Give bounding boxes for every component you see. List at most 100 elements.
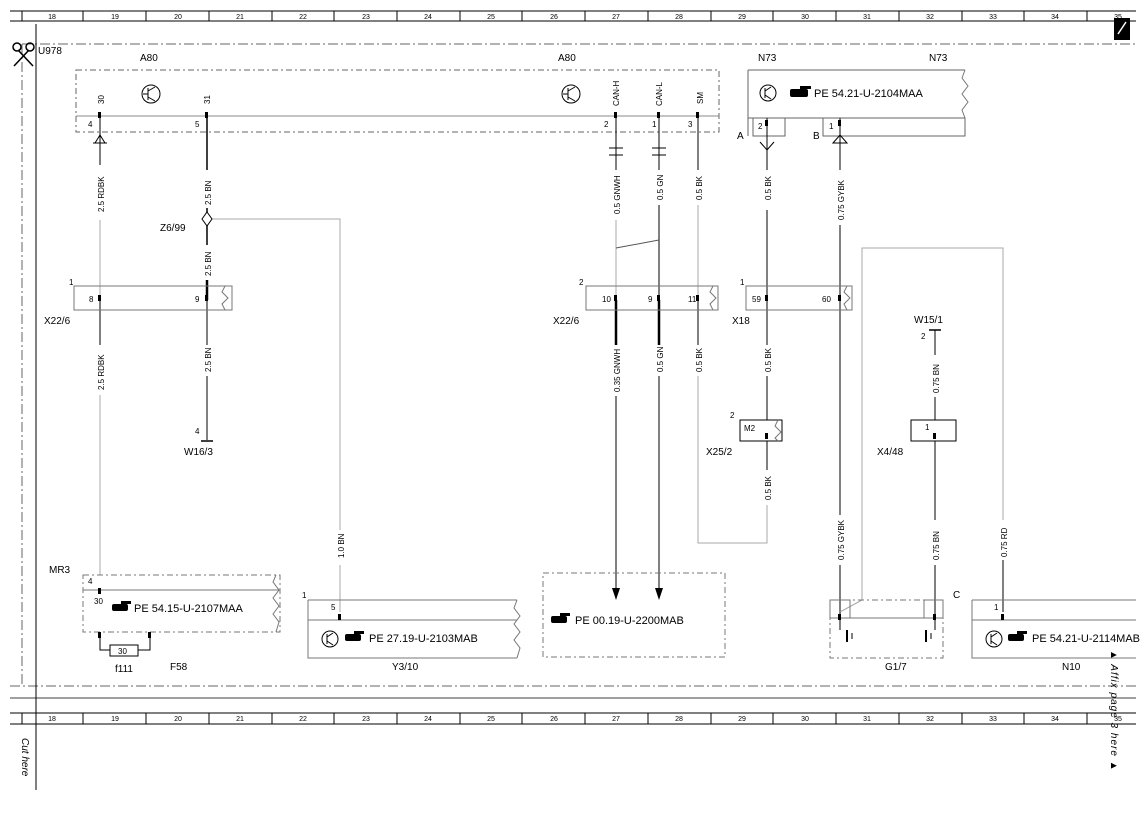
grid-number-top: 19 bbox=[111, 14, 119, 21]
cut-here-text: Cut here bbox=[19, 738, 30, 777]
wire-label: 0.75 BN bbox=[932, 364, 941, 393]
wire-label: 2.5 BN bbox=[204, 347, 213, 372]
grid-number-top: 26 bbox=[550, 14, 558, 21]
w16-3-label: W16/3 bbox=[184, 447, 213, 458]
pin-markers bbox=[98, 112, 1004, 638]
w15-1-label: W15/1 bbox=[914, 315, 943, 326]
top-grid-ruler bbox=[10, 10, 1136, 22]
grid-number-top: 35 bbox=[1114, 14, 1122, 21]
bottom-grid-ruler bbox=[10, 712, 1136, 725]
x25-2-pin: M2 bbox=[744, 424, 756, 433]
wire-label: 0.5 GNWH bbox=[613, 175, 622, 214]
grid-number-top: 31 bbox=[863, 14, 871, 21]
a80-pin-tag: 31 bbox=[203, 95, 212, 104]
grid-number-bottom: 21 bbox=[236, 716, 244, 723]
grid-number-top: 34 bbox=[1051, 14, 1059, 21]
x22-6-left-number: 1 bbox=[69, 278, 74, 287]
a80-label-left: A80 bbox=[140, 53, 158, 64]
wire-label: 0.75 BN bbox=[932, 531, 941, 560]
n10-label: N10 bbox=[1062, 662, 1081, 673]
pointing-hand-icon bbox=[1008, 631, 1027, 641]
wire-label: 0.5 BK bbox=[764, 175, 773, 200]
wire-label: 2.5 BN bbox=[204, 180, 213, 205]
x4-48-connector bbox=[910, 419, 957, 442]
transistor-icon bbox=[141, 84, 161, 104]
n10-pin: 1 bbox=[994, 603, 999, 612]
n73-module-box bbox=[747, 69, 969, 137]
x4-48-pin: 1 bbox=[925, 423, 930, 432]
mr3-pin: 30 bbox=[94, 597, 103, 606]
x22-6-right-number: 2 bbox=[579, 278, 584, 287]
grid-number-bottom: 27 bbox=[612, 716, 620, 723]
bus-arrow-icon bbox=[612, 588, 663, 600]
grid-number-bottom: 24 bbox=[424, 716, 432, 723]
a80-pin-number: 3 bbox=[688, 120, 693, 129]
x18-label: X18 bbox=[732, 316, 750, 327]
grid-number-top: 30 bbox=[801, 14, 809, 21]
g1-7-label: G1/7 bbox=[885, 662, 907, 673]
bus-reference-box bbox=[542, 572, 726, 658]
grid-number-bottom: 31 bbox=[863, 716, 871, 723]
wire-label: 0.5 BK bbox=[695, 347, 704, 372]
x18-number: 1 bbox=[740, 278, 745, 287]
y3-10-number: 1 bbox=[302, 591, 307, 600]
w16-3-pin: 4 bbox=[195, 427, 200, 436]
cut-code: U978 bbox=[38, 46, 62, 57]
a80-module-box bbox=[75, 69, 720, 133]
x22-6-right-label: X22/6 bbox=[553, 316, 580, 327]
a80-pin-number: 1 bbox=[652, 120, 657, 129]
n10-connector-c: C bbox=[953, 590, 960, 601]
grid-number-top: 18 bbox=[48, 14, 56, 21]
x18-pin-number: 60 bbox=[822, 295, 831, 304]
mr3-module-box bbox=[82, 574, 281, 633]
transistor-icon bbox=[561, 84, 581, 104]
wire-label: 2.5 RDBK bbox=[97, 176, 106, 212]
affix-page-text: ▲ Affix page 3 here ▲ bbox=[1108, 650, 1119, 772]
wire-label: 0.35 GNWH bbox=[613, 349, 622, 392]
n73-pin-number: 2 bbox=[758, 122, 763, 131]
a80-pin-tag: CAN-L bbox=[655, 81, 664, 106]
scissors-icon bbox=[12, 42, 35, 67]
wire-label: 0.75 RD bbox=[1000, 527, 1009, 557]
grid-number-top: 22 bbox=[299, 14, 307, 21]
x25-2-label: X25/2 bbox=[706, 447, 733, 458]
a80-pin-tag: SM bbox=[696, 92, 705, 104]
grid-number-bottom: 28 bbox=[675, 716, 683, 723]
x22-pin-number: 8 bbox=[89, 295, 94, 304]
n73-reference: PE 54.21-U-2104MAA bbox=[814, 88, 923, 100]
a80-pin-tag: 30 bbox=[97, 95, 106, 104]
fuse-f111 bbox=[99, 632, 151, 657]
grid-number-top: 27 bbox=[612, 14, 620, 21]
pointing-hand-icon bbox=[790, 86, 811, 97]
grid-number-bottom: 33 bbox=[989, 716, 997, 723]
n73-connector-b: B bbox=[813, 131, 820, 142]
grid-number-bottom: 19 bbox=[111, 716, 119, 723]
x18-pin-number: 59 bbox=[752, 295, 761, 304]
grid-number-top: 23 bbox=[362, 14, 370, 21]
grid-number-bottom: 30 bbox=[801, 716, 809, 723]
grid-number-bottom: 18 bbox=[48, 716, 56, 723]
grid-number-bottom: 23 bbox=[362, 716, 370, 723]
pointing-hand-icon bbox=[551, 613, 570, 623]
x22-6-left-label: X22/6 bbox=[44, 316, 71, 327]
twisted-pair-icon bbox=[609, 147, 666, 156]
grid-number-top: 28 bbox=[675, 14, 683, 21]
connector-arrow-icon bbox=[759, 134, 849, 151]
grid-number-top: 33 bbox=[989, 14, 997, 21]
x4-48-label: X4/48 bbox=[877, 447, 904, 458]
grid-number-top: 29 bbox=[738, 14, 746, 21]
mr3-reference: PE 54.15-U-2107MAA bbox=[134, 603, 243, 615]
x22-pin-number: 10 bbox=[602, 295, 611, 304]
wire-label: 2.5 BN bbox=[204, 251, 213, 276]
grid-number-bottom: 26 bbox=[550, 716, 558, 723]
n73-label-left: N73 bbox=[758, 53, 777, 64]
transistor-icon bbox=[759, 84, 777, 102]
f58-label: F58 bbox=[170, 662, 188, 673]
w15-1-pin: 2 bbox=[921, 332, 926, 341]
n73-label-right: N73 bbox=[929, 53, 948, 64]
f111-fuse-pin: 30 bbox=[118, 647, 127, 656]
pointing-hand-icon bbox=[112, 601, 131, 611]
bus-reference: PE 00.19-U-2200MAB bbox=[575, 615, 684, 627]
x25-2-connector bbox=[739, 419, 783, 442]
grid-number-bottom: 29 bbox=[738, 716, 746, 723]
